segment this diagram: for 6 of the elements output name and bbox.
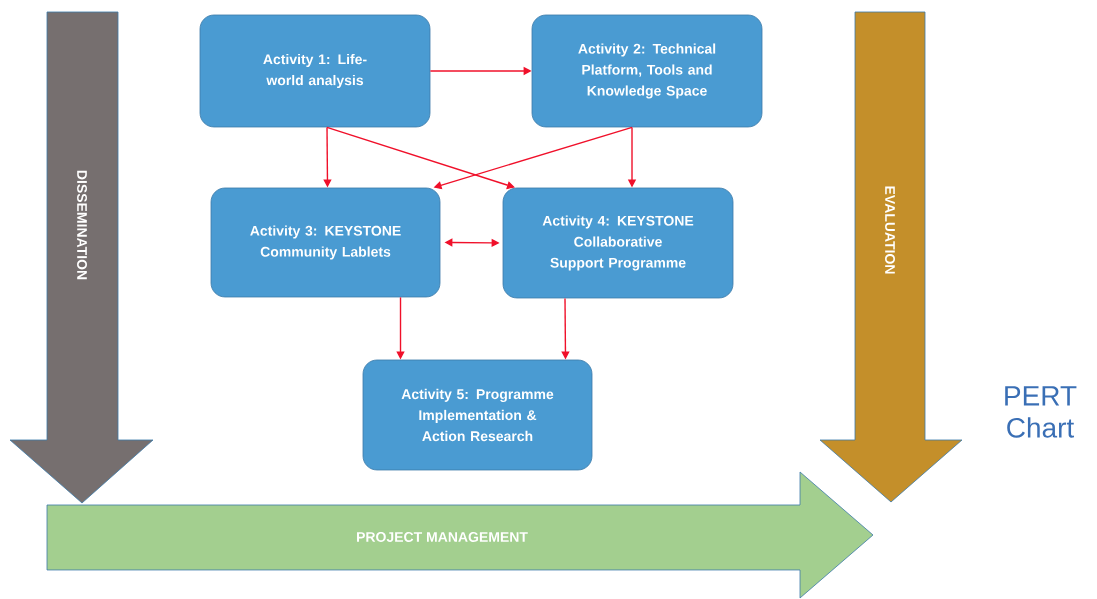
activity-box: Activity 2: Technical Platform, Tools and Knowledge Space [531, 14, 763, 128]
activity-box: Activity 3: KEYSTONE Community Lablets [210, 187, 441, 298]
activity-box: Activity 1: Life-world analysis [199, 14, 431, 128]
activity-box: Activity 5: Programme Implementation & Action Research [362, 359, 593, 471]
chart-title: PERT Chart [1005, 386, 1077, 438]
activity-box: Activity 4: KEYSTONE Collaborative Support Programme [502, 187, 734, 299]
